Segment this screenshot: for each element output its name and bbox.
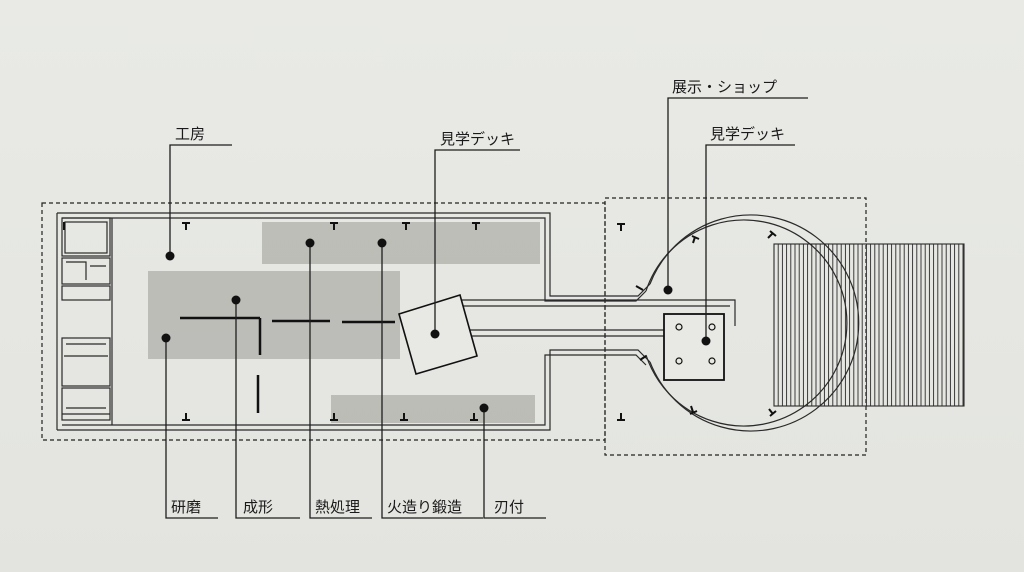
label-observation-deck-center: 見学デッキ	[440, 130, 515, 148]
left-side-rooms	[61, 217, 111, 421]
label-fire-forging: 火造り鍛造	[387, 498, 462, 516]
column-marks	[63, 222, 625, 421]
outer-boundary-right	[604, 197, 867, 456]
label-edge-fitting: 刃付	[494, 498, 524, 516]
terrace-frame	[773, 243, 965, 407]
interior-partitions	[180, 316, 395, 413]
observation-walkway	[460, 299, 736, 337]
label-grinding: 研磨	[171, 498, 201, 516]
deck-posts	[675, 323, 716, 365]
label-observation-deck-right: 見学デッキ	[710, 125, 785, 143]
right-observation-deck	[663, 313, 725, 381]
label-dots	[161, 238, 711, 413]
label-workshop: 工房	[175, 125, 205, 143]
terrace-stripes	[773, 243, 965, 407]
zone-fire-forging	[331, 395, 535, 423]
leader-lines	[165, 97, 808, 519]
zone-heat-treatment	[262, 222, 540, 264]
zone-grinding-forming	[148, 271, 400, 359]
label-heat-treatment: 熱処理	[315, 498, 360, 516]
label-exhibit-shop: 展示・ショップ	[672, 78, 777, 96]
main-hall-walls	[56, 212, 651, 431]
label-forming: 成形	[243, 498, 273, 516]
exhibit-shop-circle	[635, 214, 860, 432]
